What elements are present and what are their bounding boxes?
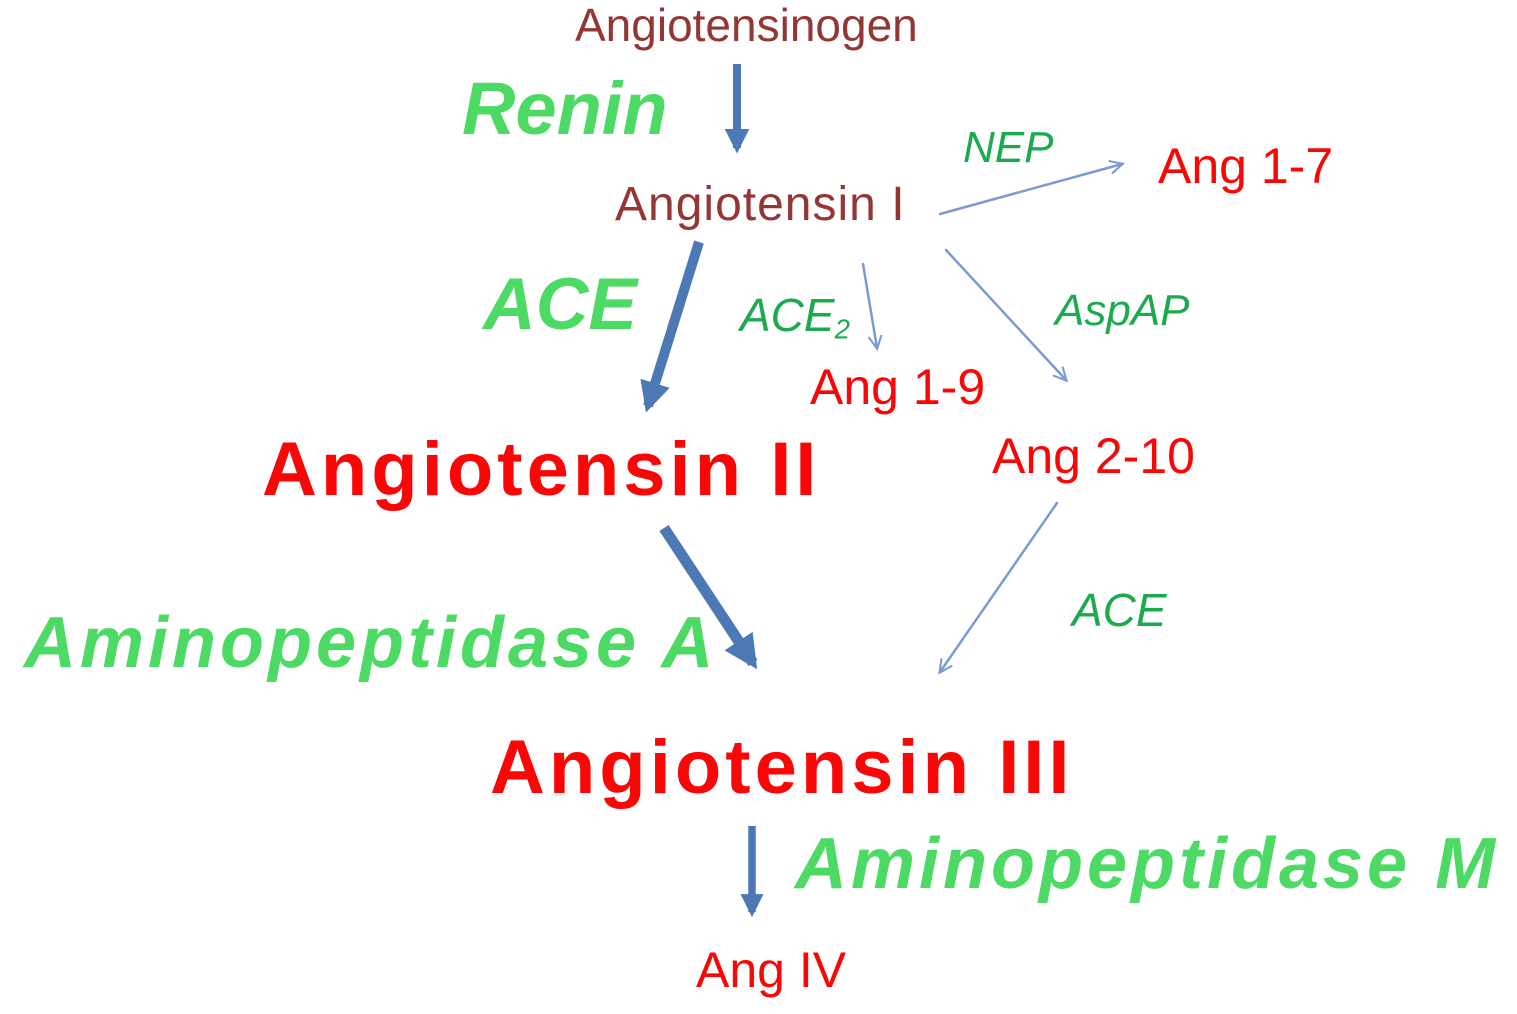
arrow-ang2-10-to-angiii	[938, 501, 1059, 675]
enzyme-aminopeptidase-a: Aminopeptidase A	[24, 603, 718, 683]
enzyme-renin: Renin	[462, 67, 668, 150]
node-ang-iv: Ang IV	[696, 942, 847, 998]
node-angiotensinogen: Angiotensinogen	[575, 0, 918, 51]
arrow-ace-to-angii	[640, 240, 704, 413]
node-angiotensin-ii: Angiotensin II	[262, 427, 821, 512]
enzyme-ace2-base: ACE	[740, 289, 835, 341]
enzyme-aminopeptidase-m: Aminopeptidase M	[795, 824, 1500, 904]
node-ang-2-10: Ang 2-10	[992, 428, 1195, 484]
arrow-apa-to-angiii	[659, 524, 758, 670]
enzyme-nep: NEP	[963, 123, 1054, 172]
node-ang-1-9: Ang 1-9	[810, 359, 986, 415]
enzyme-ace2: ACE2	[740, 289, 850, 343]
node-angiotensin-i: Angiotensin I	[615, 178, 906, 231]
node-angiotensin-iii: Angiotensin III	[490, 725, 1074, 810]
arrow-aspap-to-ang2-10	[944, 248, 1069, 383]
arrow-ace2-to-ang1-9	[861, 262, 883, 352]
arrow-nep-to-ang1-7	[938, 160, 1126, 216]
enzyme-ace-right: ACE	[1072, 584, 1167, 636]
enzyme-ace-main: ACE	[483, 264, 638, 345]
enzyme-ace2-subscript: 2	[834, 313, 850, 345]
enzyme-aspap: AspAP	[1055, 286, 1190, 335]
node-ang-1-7: Ang 1-7	[1158, 138, 1334, 194]
